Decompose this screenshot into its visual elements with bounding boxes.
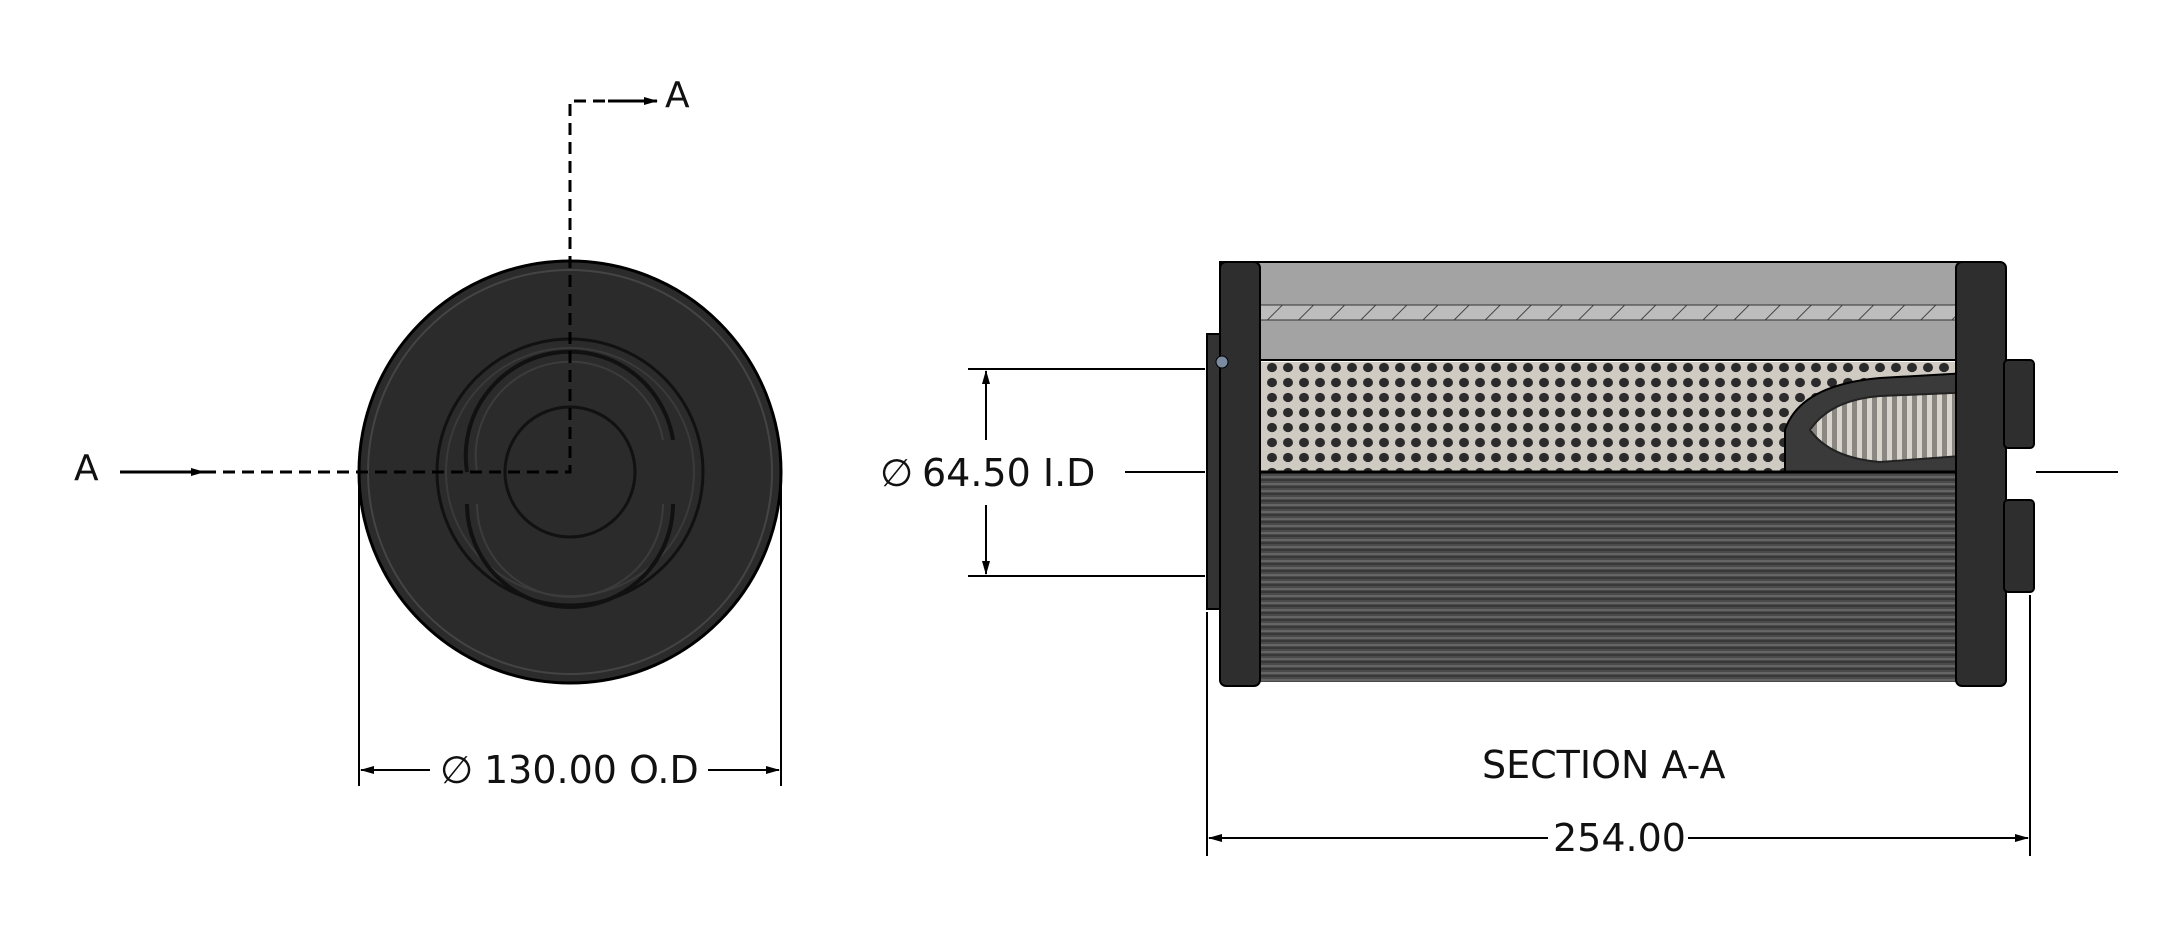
end-cap-arc-upper-2 (474, 360, 664, 473)
od-dimension-label: 130.00 O.D (484, 748, 699, 792)
pleated-element (1258, 472, 1998, 682)
end-cap-arc-lower-2 (476, 503, 664, 598)
end-cap-left (1219, 261, 1261, 687)
section-view: ∅ 64.50 I.D SECTION A-A 254.00 (880, 261, 2118, 860)
section-marker-left: A (74, 448, 99, 489)
section-marker-top: A (665, 75, 690, 116)
section-line (185, 99, 640, 474)
end-cap-center-bore (503, 405, 637, 539)
end-cap-arc-upper (463, 349, 675, 473)
id-diameter-symbol: ∅ (880, 451, 913, 495)
housing-hatch-band (1224, 304, 1996, 321)
id-dimension-label: 64.50 I.D (922, 451, 1095, 495)
section-caption: SECTION A-A (1482, 743, 1726, 787)
end-cap-right-boss-lower (2003, 499, 2035, 593)
end-cap-right (1955, 261, 2007, 687)
end-cap-right-boss-upper (2003, 359, 2035, 449)
od-diameter-symbol: ∅ (440, 748, 473, 792)
end-cap-left-seal (1215, 355, 1229, 369)
end-view: A A ∅ 130.00 O.D (74, 75, 783, 792)
end-cap-arc-lower (465, 503, 675, 609)
length-dimension-label: 254.00 (1553, 816, 1686, 860)
